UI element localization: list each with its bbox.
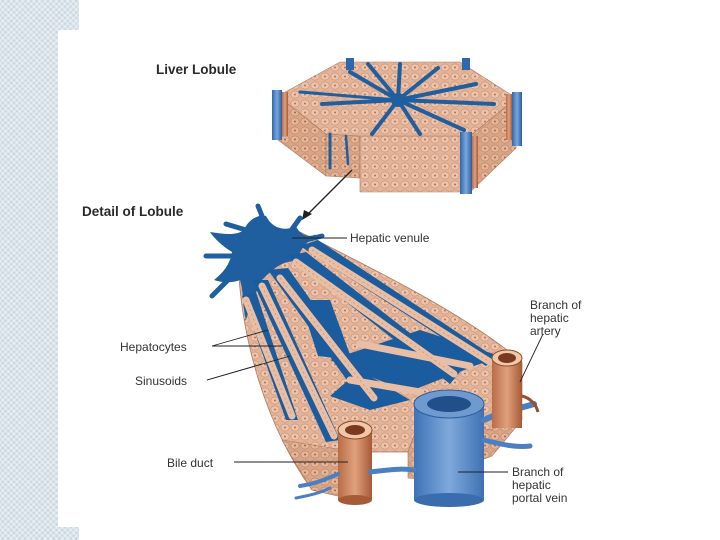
portal-vein-label-line3: portal vein: [512, 492, 567, 505]
detail-of-lobule-title: Detail of Lobule: [82, 204, 183, 219]
liver-lobule-block: [272, 58, 522, 194]
portal-vein-label: Branch of hepatic portal vein: [512, 466, 567, 505]
sinusoids-label: Sinusoids: [135, 374, 187, 388]
hepatic-artery-label-line3: artery: [530, 325, 581, 338]
bile-duct-label: Bile duct: [167, 456, 213, 470]
hepatocytes-label: Hepatocytes: [120, 340, 187, 354]
zoom-arrow: [302, 170, 352, 220]
liver-lobule-title: Liver Lobule: [156, 62, 236, 77]
hepatic-venule-label: Hepatic venule: [350, 231, 429, 245]
hepatic-artery-label: Branch of hepatic artery: [530, 299, 581, 338]
